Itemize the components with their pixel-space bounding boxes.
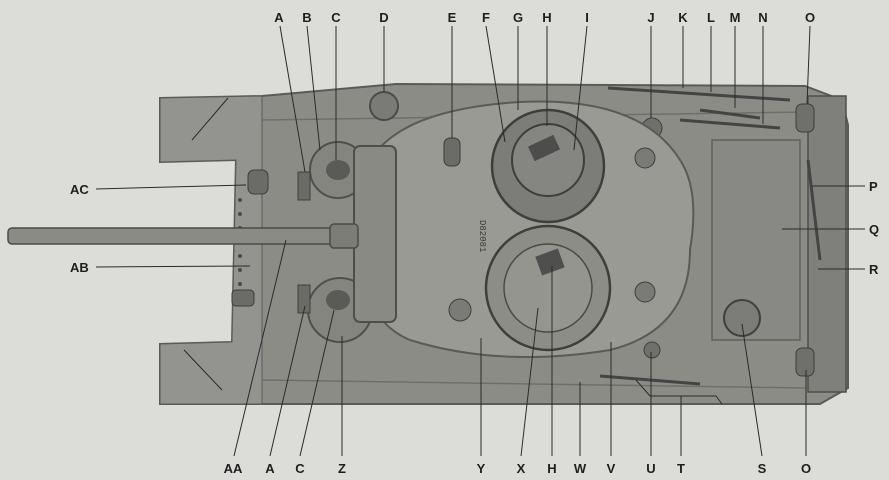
label-left-ab: AB	[70, 260, 89, 275]
label-top-g: G	[513, 10, 523, 25]
label-bottom-aa: AA	[224, 461, 243, 476]
label-top-c: C	[331, 10, 341, 25]
label-top-b: B	[302, 10, 311, 25]
label-top-d: D	[379, 10, 388, 25]
tail-light-top	[795, 103, 815, 133]
label-right-r: R	[869, 262, 879, 277]
callout-leaders	[95, 25, 865, 457]
turret: D82081	[353, 100, 695, 359]
label-bottom-a: A	[265, 461, 275, 476]
label-top-h: H	[542, 10, 551, 25]
front-glacis	[159, 95, 263, 405]
label-left-ac: AC	[70, 182, 89, 197]
ventilator-dome	[369, 91, 399, 121]
label-top-o: O	[805, 10, 815, 25]
callout-labels: A B C D E F G H I J K L M N O AC AB P Q …	[70, 10, 879, 476]
turret-serial: D82081	[477, 220, 487, 252]
headlight-guard-right	[183, 349, 223, 391]
tow-shackle	[231, 289, 255, 307]
loader-periscope	[535, 248, 565, 276]
label-top-l: L	[707, 10, 715, 25]
siren-housing	[247, 169, 269, 195]
turret-vent-bottom	[634, 281, 656, 303]
driver-periscope	[326, 160, 350, 180]
tool-axe	[635, 379, 723, 405]
label-top-i: I	[585, 10, 589, 25]
tool-crowbar	[607, 86, 791, 102]
headlight-guard-left	[191, 97, 229, 141]
cupola-hatch	[511, 123, 585, 197]
label-right-p: P	[869, 179, 878, 194]
cupola-periscope	[527, 134, 561, 162]
tail-light-bottom	[795, 347, 815, 377]
ventilator-right	[297, 284, 311, 314]
label-top-n: N	[758, 10, 767, 25]
label-bottom-h: H	[547, 461, 556, 476]
label-top-m: M	[730, 10, 741, 25]
label-bottom-z: Z	[338, 461, 346, 476]
tool-shovel	[599, 374, 701, 386]
label-bottom-x: X	[517, 461, 526, 476]
turret-vent-top	[634, 147, 656, 169]
assistant-periscope	[326, 290, 350, 310]
label-bottom-t: T	[677, 461, 685, 476]
turret-port	[448, 298, 472, 322]
gun-barrel	[7, 227, 353, 245]
label-right-q: Q	[869, 222, 879, 237]
label-top-f: F	[482, 10, 490, 25]
label-top-j: J	[647, 10, 654, 25]
tool-sledge	[679, 118, 781, 130]
label-bottom-c: C	[295, 461, 305, 476]
main-gun	[7, 223, 359, 249]
label-top-k: K	[678, 10, 688, 25]
tool-pick	[699, 108, 761, 120]
label-bottom-o: O	[801, 461, 811, 476]
rear-fitting	[643, 341, 661, 359]
label-bottom-s: S	[758, 461, 767, 476]
label-bottom-w: W	[574, 461, 587, 476]
ventilator-left	[297, 171, 311, 201]
label-bottom-v: V	[607, 461, 616, 476]
fender-line-bottom	[261, 379, 806, 389]
tool-rear-rod	[806, 159, 822, 261]
fuel-cap	[723, 299, 761, 337]
label-top-a: A	[274, 10, 284, 25]
label-bottom-u: U	[646, 461, 655, 476]
rear-plate	[807, 95, 847, 393]
gun-collar	[329, 223, 359, 249]
loader-hatch	[503, 243, 593, 333]
label-top-e: E	[448, 10, 457, 25]
label-bottom-y: Y	[477, 461, 486, 476]
turret-periscope	[443, 137, 461, 167]
gun-mantlet	[353, 145, 397, 323]
